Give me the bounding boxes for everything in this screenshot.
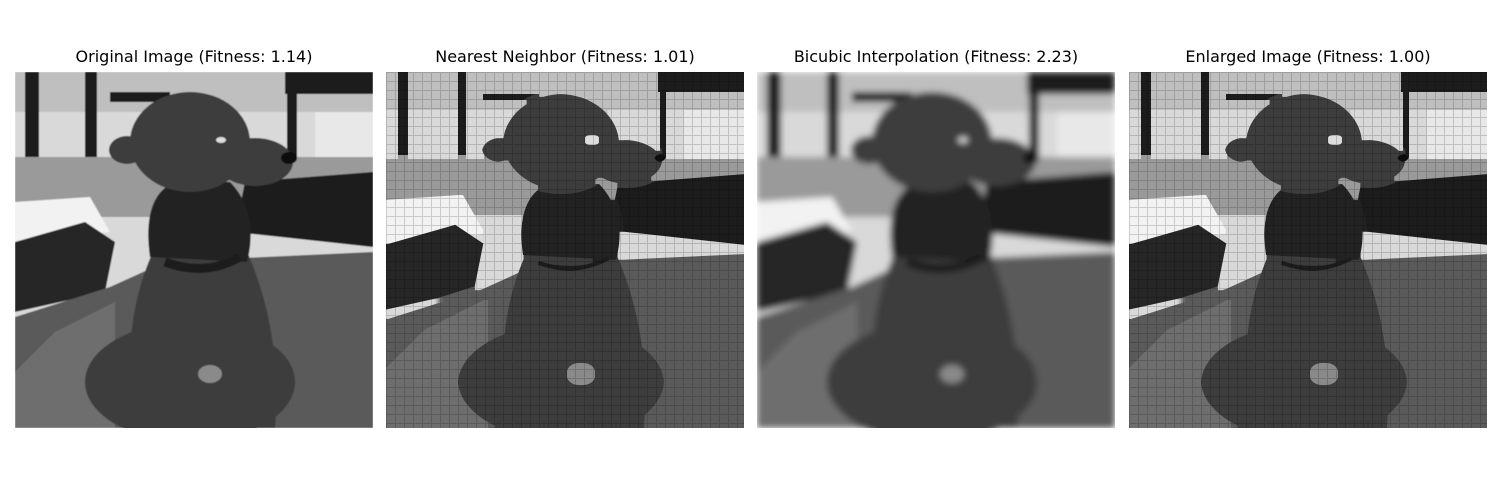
- dog-nose: [652, 152, 668, 164]
- chair-back: [1399, 72, 1487, 94]
- image-enlarged: [1129, 72, 1487, 428]
- chair-back: [1027, 72, 1115, 94]
- dog-ear: [1223, 136, 1259, 164]
- dog-chest-highlight: [940, 365, 964, 383]
- image-original: [15, 72, 373, 428]
- dark-furniture: [235, 172, 373, 247]
- chair-rail: [1224, 92, 1284, 102]
- poodle-photo-enlarged: [1129, 72, 1487, 428]
- image-nearest: [386, 72, 744, 428]
- dog-eye: [1330, 137, 1340, 143]
- chair-rail: [110, 92, 170, 102]
- chair-leg: [287, 72, 297, 167]
- dog-collar: [163, 253, 243, 273]
- chair-back: [285, 72, 373, 94]
- bag: [386, 222, 486, 312]
- dog-nose: [1395, 152, 1411, 164]
- dark-furniture: [977, 172, 1115, 247]
- pixel-grid: [1129, 72, 1487, 428]
- bag: [1129, 222, 1229, 312]
- bag: [15, 222, 115, 312]
- dog-body: [1244, 247, 1391, 428]
- panel-title: Bicubic Interpolation (Fitness: 2.23): [793, 47, 1079, 66]
- poodle-photo-bicubic: [757, 72, 1115, 428]
- dog-collar: [534, 253, 614, 273]
- dark-furniture: [1349, 172, 1487, 247]
- chair-rail: [481, 92, 541, 102]
- dog-muzzle: [217, 138, 293, 186]
- dog-muzzle: [588, 138, 664, 186]
- pixel-grid: [386, 72, 744, 428]
- panel-title: Enlarged Image (Fitness: 1.00): [1185, 47, 1431, 66]
- dog-muzzle: [1331, 138, 1407, 186]
- dog-body: [872, 247, 1019, 428]
- dog-collar: [905, 253, 985, 273]
- scene: [757, 72, 1115, 428]
- panel-title: Original Image (Fitness: 1.14): [75, 47, 313, 66]
- dog-neck: [890, 182, 993, 262]
- dog-chest-highlight: [198, 365, 222, 383]
- poodle-photo-nearest: [386, 72, 744, 428]
- dog-neck: [1262, 182, 1365, 262]
- dog-eye: [587, 137, 597, 143]
- dog-chest-highlight: [569, 365, 593, 383]
- image-bicubic: [757, 72, 1115, 428]
- scene: [1129, 72, 1487, 428]
- dog-ear: [109, 136, 145, 164]
- poodle-photo-original: [15, 72, 373, 428]
- chair-back: [656, 72, 744, 94]
- dog-nose: [1023, 152, 1039, 164]
- dog-eye: [958, 137, 968, 143]
- dark-furniture: [606, 172, 744, 247]
- dog-collar: [1277, 253, 1357, 273]
- scene: [386, 72, 744, 428]
- dog-neck: [148, 182, 251, 262]
- dog-nose: [281, 152, 297, 164]
- dog-chest-highlight: [1312, 365, 1336, 383]
- dog-eye: [216, 137, 226, 143]
- chair-leg: [1401, 72, 1411, 167]
- panel-title: Nearest Neighbor (Fitness: 1.01): [435, 47, 695, 66]
- scene: [15, 72, 373, 428]
- bag: [757, 222, 857, 312]
- dog-body: [130, 247, 277, 428]
- chair-rail: [852, 92, 912, 102]
- dog-ear: [480, 136, 516, 164]
- dog-ear: [851, 136, 887, 164]
- dog-body: [501, 247, 648, 428]
- dog-muzzle: [959, 138, 1035, 186]
- chair-leg: [1029, 72, 1039, 167]
- dog-neck: [519, 182, 622, 262]
- chair-leg: [658, 72, 668, 167]
